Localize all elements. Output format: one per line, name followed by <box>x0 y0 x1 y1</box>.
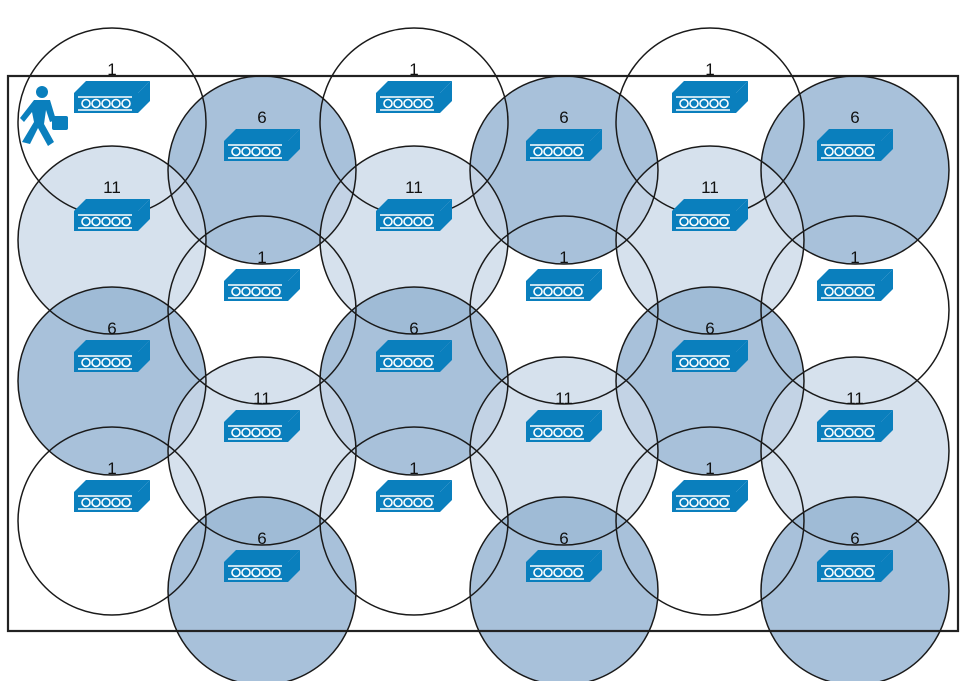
access-point-icon <box>672 81 748 113</box>
access-point-icon <box>376 199 452 231</box>
channel-label: 6 <box>559 529 568 548</box>
channel-label: 11 <box>103 178 121 197</box>
access-point-icon <box>817 269 893 301</box>
channel-label: 1 <box>850 248 859 267</box>
access-point-icon <box>74 480 150 512</box>
access-point-icon <box>672 340 748 372</box>
channel-label: 1 <box>409 60 418 79</box>
channel-label: 1 <box>705 459 714 478</box>
access-point-icon <box>526 129 602 161</box>
access-point-icon <box>817 550 893 582</box>
access-point-icon <box>376 480 452 512</box>
channel-label: 1 <box>107 60 116 79</box>
access-point-icon <box>817 410 893 442</box>
channel-label: 6 <box>409 319 418 338</box>
access-point-icon <box>526 550 602 582</box>
channel-label: 6 <box>257 529 266 548</box>
access-point-icon <box>376 81 452 113</box>
access-point-icon <box>224 129 300 161</box>
access-point-icon <box>672 199 748 231</box>
channel-label: 11 <box>405 178 423 197</box>
channel-label: 1 <box>409 459 418 478</box>
access-point-icon <box>526 410 602 442</box>
channel-label: 11 <box>846 389 864 408</box>
channel-label: 11 <box>253 389 271 408</box>
channel-label: 1 <box>107 459 116 478</box>
channel-label: 11 <box>701 178 719 197</box>
access-point-icon <box>74 340 150 372</box>
access-point-icon <box>74 199 150 231</box>
channel-label: 1 <box>257 248 266 267</box>
channel-label: 1 <box>559 248 568 267</box>
access-point-icon <box>376 340 452 372</box>
channel-label: 11 <box>555 389 573 408</box>
channel-label: 6 <box>705 319 714 338</box>
channel-label: 1 <box>705 60 714 79</box>
access-point-icon <box>672 480 748 512</box>
access-point-icon <box>224 410 300 442</box>
channel-label: 6 <box>850 108 859 127</box>
access-point-icon <box>526 269 602 301</box>
access-point-icon <box>817 129 893 161</box>
channel-label: 6 <box>559 108 568 127</box>
access-point-icon <box>224 269 300 301</box>
access-point-icon <box>224 550 300 582</box>
channel-label: 6 <box>107 319 116 338</box>
access-point-icon <box>74 81 150 113</box>
channel-label: 6 <box>850 529 859 548</box>
channel-label: 6 <box>257 108 266 127</box>
